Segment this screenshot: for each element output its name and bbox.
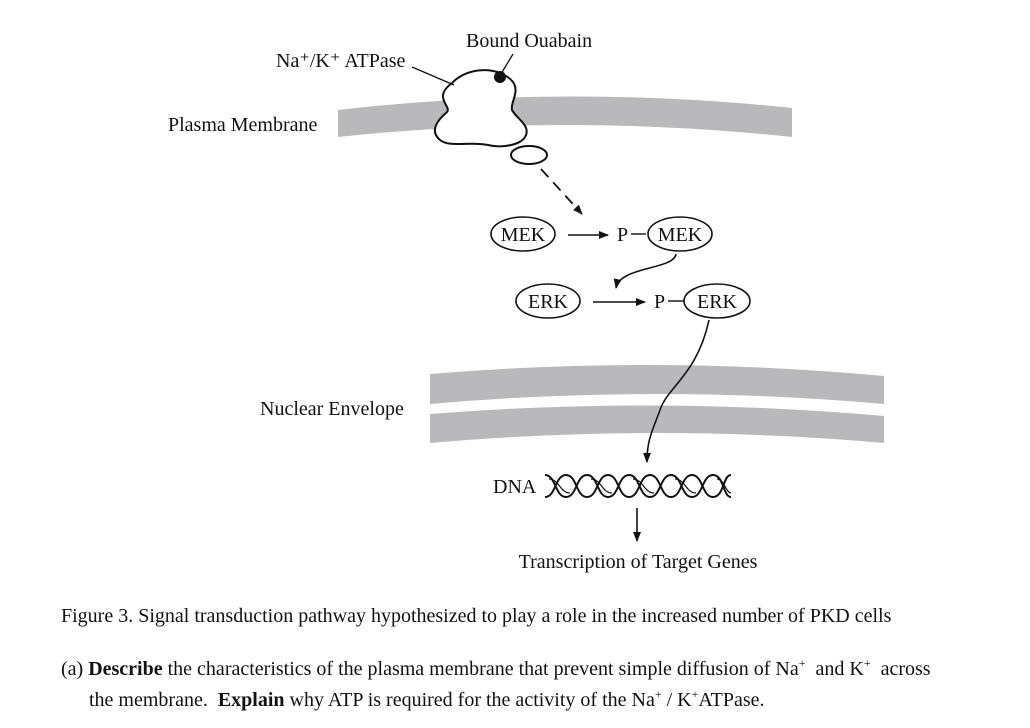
p-mek-node — [647, 216, 713, 252]
question-text-2: and K — [815, 658, 864, 680]
question-text-7: ATPase. — [698, 689, 765, 711]
ouabain-leader-line — [500, 53, 514, 75]
p-mek-label: MEK — [658, 224, 703, 246]
question-text-1: the characteristics of the plasma membra… — [167, 658, 799, 680]
dna-helix-icon — [544, 473, 732, 499]
question-text-6: / K — [666, 689, 692, 711]
question-line-2: the membrane. Explain why ATP is require… — [61, 685, 931, 716]
atpase-subunit — [510, 145, 548, 165]
nuclear-envelope-label: Nuclear Envelope — [260, 398, 404, 420]
explain-verb: Explain — [217, 689, 285, 711]
erk-to-dna-arrow — [643, 319, 710, 463]
signal-pathway-diagram: Na⁺/K⁺ ATPase Bound Ouabain Plasma Membr… — [168, 30, 884, 573]
question-line-1: (a) Describe the characteristics of the … — [61, 654, 931, 685]
activation-arrow — [540, 168, 583, 215]
describe-verb: Describe — [88, 658, 163, 680]
atpase-protein — [434, 69, 528, 148]
p-mek-prefix: P — [617, 224, 628, 246]
plasma-membrane-label: Plasma Membrane — [168, 114, 318, 136]
nuclear-envelope-outer — [430, 364, 884, 404]
figure-caption: Figure 3. Signal transduction pathway hy… — [61, 605, 892, 627]
mek-label: MEK — [501, 224, 546, 246]
question-part: (a) — [61, 658, 84, 680]
plasma-membrane — [338, 96, 792, 137]
k-charge-2: + — [691, 687, 699, 701]
transcription-label: Transcription of Target Genes — [519, 551, 758, 573]
question-a: (a) Describe the characteristics of the … — [61, 654, 931, 716]
k-charge: + — [863, 656, 871, 670]
erk-label: ERK — [528, 291, 569, 313]
mek-to-erk-arrow — [613, 253, 677, 289]
atpase-label: Na⁺/K⁺ ATPase — [276, 50, 406, 72]
p-erk-prefix: P — [654, 291, 665, 313]
question-text-4: the membrane. — [89, 689, 208, 711]
p-erk-node — [683, 283, 751, 319]
erk-node — [515, 283, 581, 319]
ouabain-label: Bound Ouabain — [466, 30, 592, 52]
question-text-3: across — [880, 658, 931, 680]
p-erk-label: ERK — [697, 291, 738, 313]
mek-node — [490, 216, 556, 252]
nuclear-envelope-inner — [430, 405, 884, 443]
na-charge-2: + — [654, 687, 662, 701]
dna-label: DNA — [493, 476, 537, 498]
na-charge: + — [798, 656, 806, 670]
bound-ouabain-dot — [494, 71, 506, 83]
question-text-5: why ATP is required for the activity of … — [289, 689, 655, 711]
atpase-leader-line — [411, 66, 455, 86]
